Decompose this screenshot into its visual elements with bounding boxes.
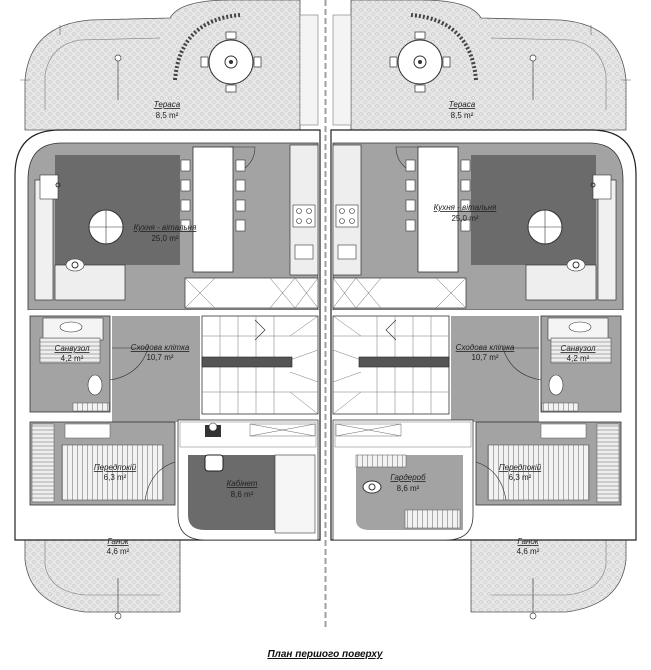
room-area-stair-left: 10,7 m² — [146, 353, 173, 362]
room-name-wardrobe: Гардероб — [390, 473, 426, 482]
office-chair-icon — [204, 454, 224, 472]
room-name-porch-left: Ганок — [107, 537, 129, 546]
room-name-bath-right: Санвузол — [560, 344, 596, 353]
room-name-terrace-left: Тераса — [154, 100, 181, 109]
room-area-hall-left: 6,3 m² — [104, 473, 127, 482]
room-area-porch-left: 4,6 m² — [107, 547, 130, 556]
room-area-bath-right: 4,2 m² — [567, 354, 590, 363]
room-area-kitchen-left: 25,0 m² — [151, 234, 178, 243]
room-area-terrace-right: 8,5 m² — [451, 111, 474, 120]
person-icon — [362, 480, 382, 494]
room-area-stair-right: 10,7 m² — [471, 353, 498, 362]
left-unit — [13, 0, 327, 632]
room-name-bath-left: Санвузол — [54, 344, 90, 353]
room-name-kitchen-right: Кухня - вітальня — [434, 203, 497, 212]
room-name-stair-left: Сходова клітка — [131, 343, 190, 352]
room-area-terrace-left: 8,5 m² — [156, 111, 179, 120]
room-area-study: 8,6 m² — [231, 490, 254, 499]
room-name-porch-right: Ганок — [517, 537, 539, 546]
room-name-hall-left: Передпокій — [94, 463, 137, 472]
study-room — [188, 422, 316, 534]
room-name-kitchen-left: Кухня - вітальня — [134, 223, 197, 232]
room-area-kitchen-right: 25,0 m² — [451, 214, 478, 223]
room-area-porch-right: 4,6 m² — [517, 547, 540, 556]
room-area-wardrobe: 8,6 m² — [397, 484, 420, 493]
right-unit — [324, 0, 638, 632]
room-name-hall-right: Передпокій — [499, 463, 542, 472]
wardrobe-room — [355, 454, 463, 530]
room-name-terrace-right: Тераса — [449, 100, 476, 109]
plan-title: План першого поверху — [267, 649, 383, 660]
room-name-study: Кабінет — [227, 479, 258, 488]
room-area-bath-left: 4,2 m² — [61, 354, 84, 363]
room-name-stair-right: Сходова клітка — [456, 343, 515, 352]
room-area-hall-right: 6,3 m² — [509, 473, 532, 482]
